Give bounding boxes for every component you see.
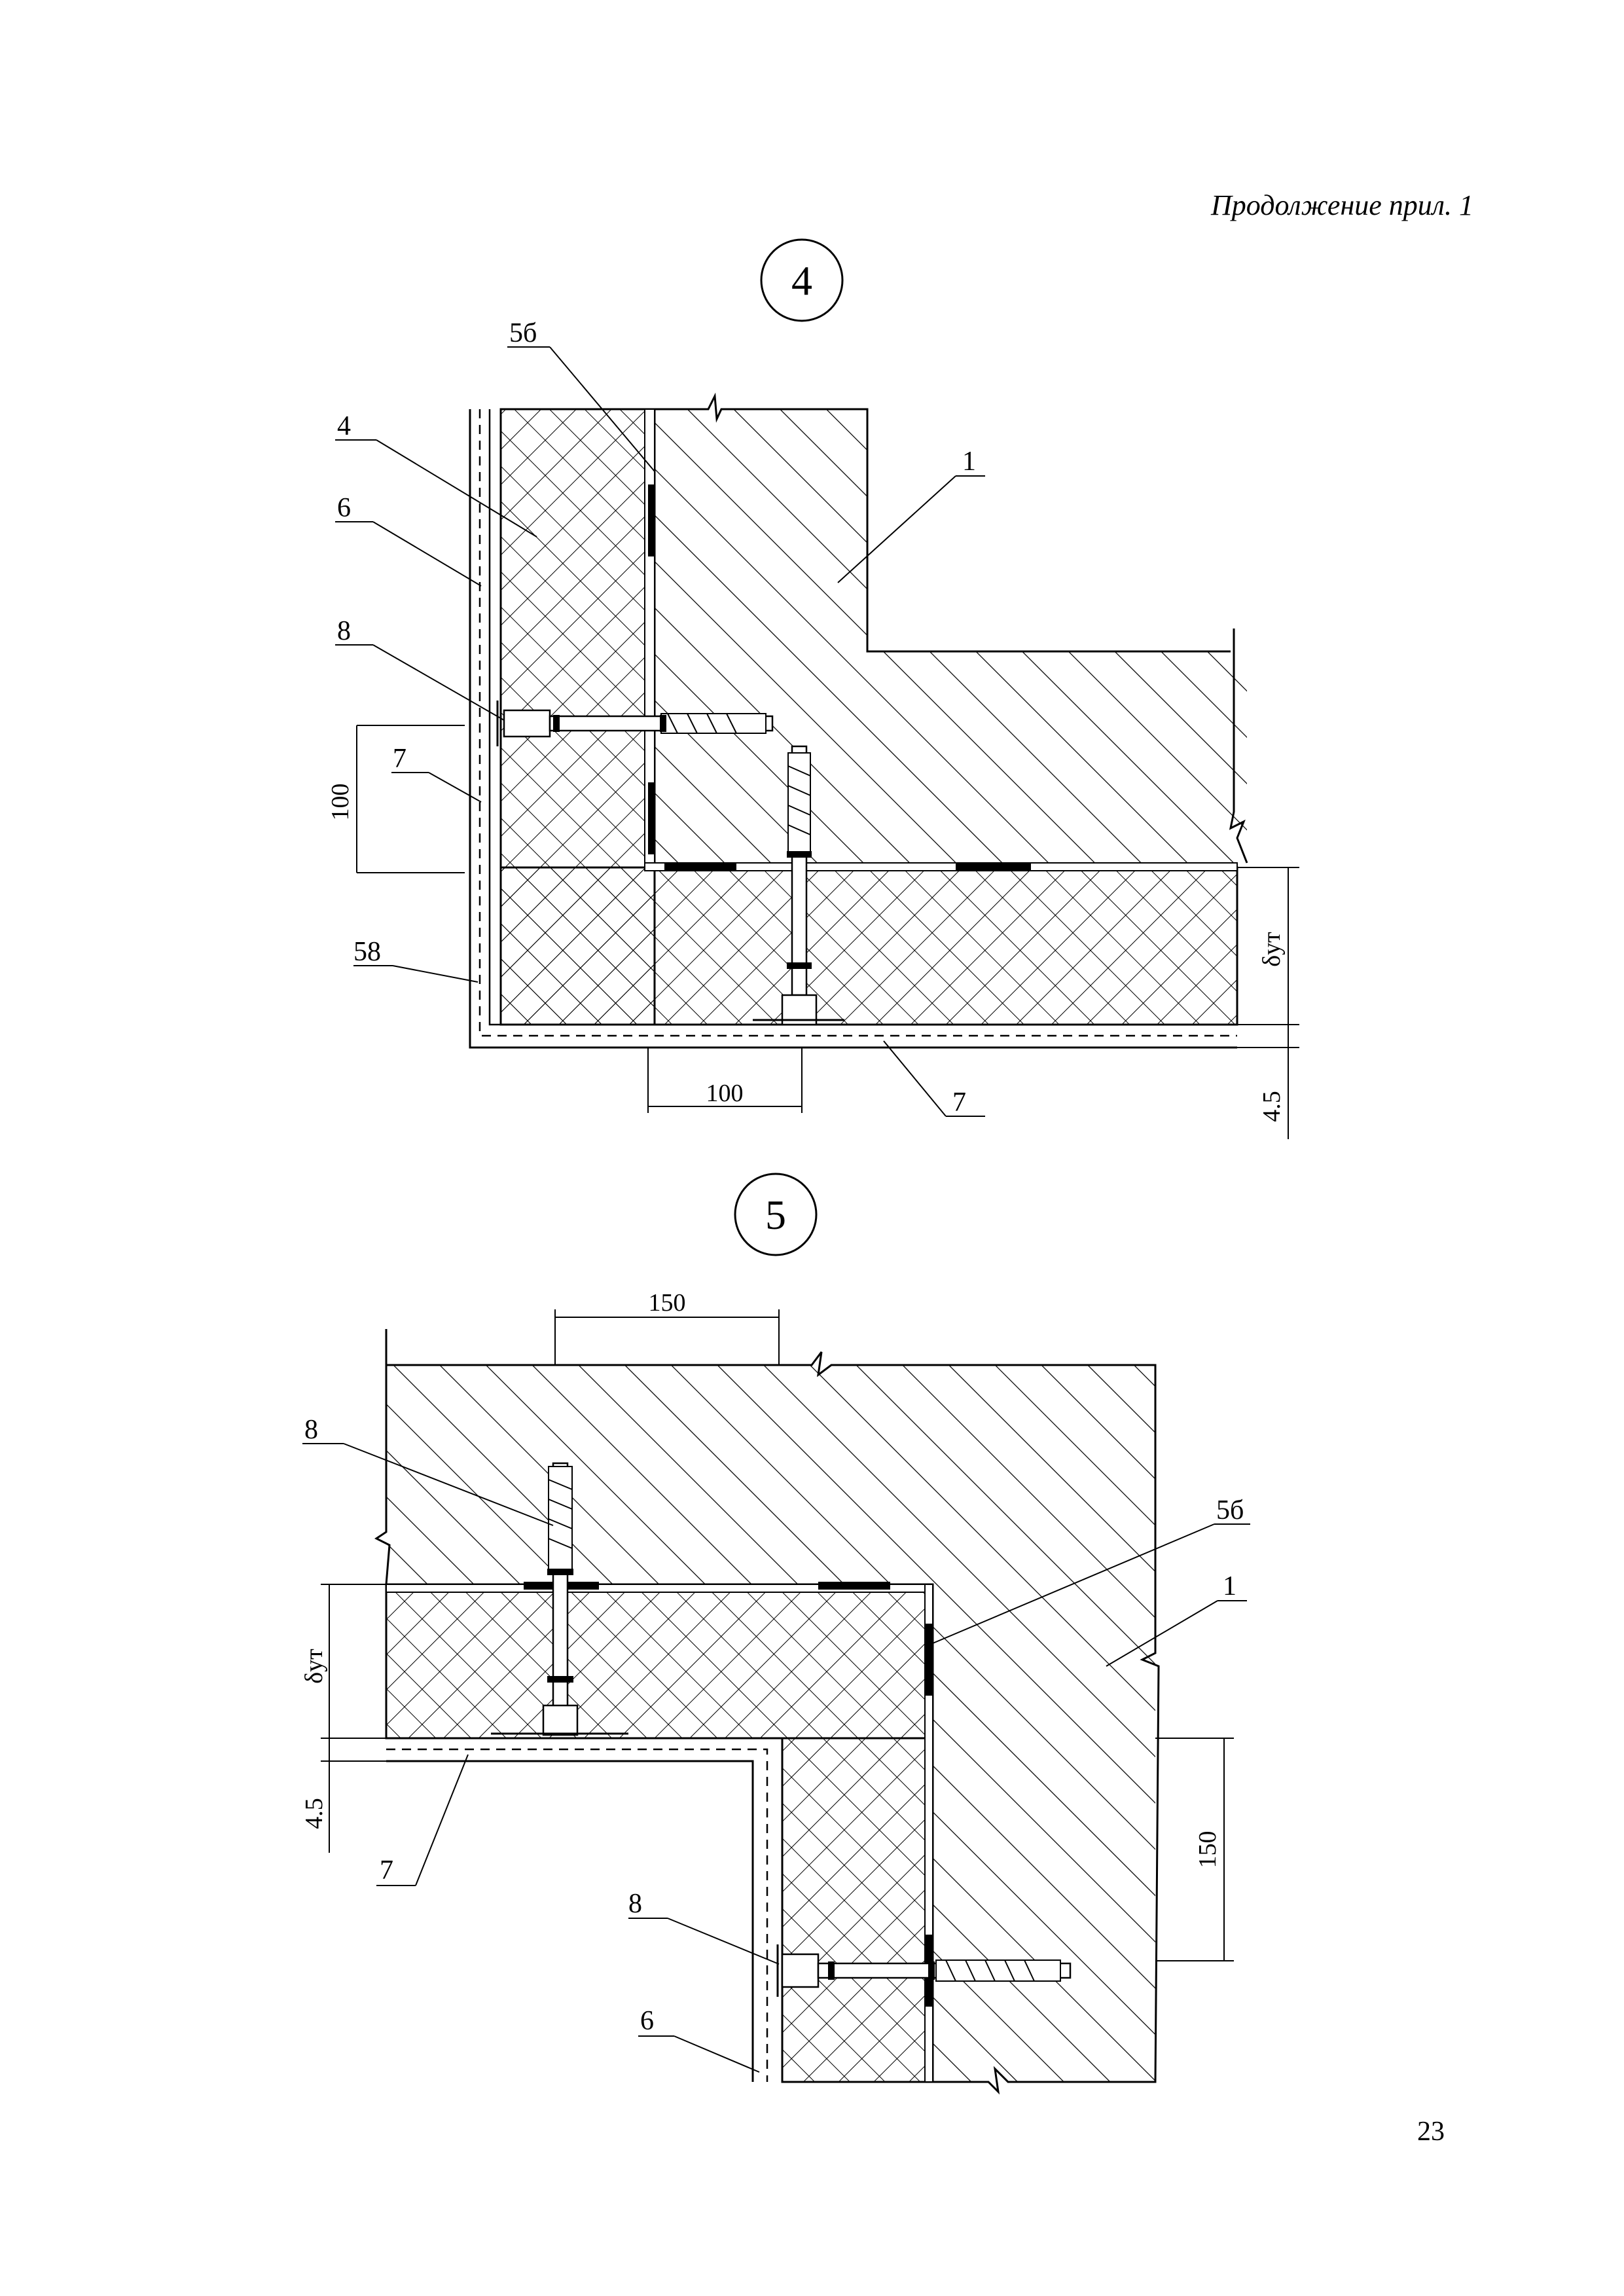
detail-4-dimension-horizontal-100: 100 — [647, 1048, 803, 1113]
dim-4-vert-100: 100 — [327, 784, 354, 821]
detail-5-insulation-horizontal — [385, 1583, 934, 1740]
dim-5-render: 4.5 — [300, 1798, 328, 1829]
label-4-6: 6 — [337, 493, 351, 523]
detail-4-number: 4 — [791, 257, 812, 304]
detail-4-leaders: 5б 4 6 8 7 58 1 7 — [335, 318, 985, 1118]
label-5-8-bottom: 8 — [628, 1889, 642, 1919]
label-4-1: 1 — [962, 446, 976, 477]
detail-5-number: 5 — [765, 1192, 786, 1238]
label-5-8-top: 8 — [304, 1415, 318, 1445]
detail-4-dimension-delta: δут 4.5 — [1237, 867, 1299, 1139]
detail-5: 5 — [300, 1173, 1250, 2095]
label-5-5b: 5б — [1216, 1495, 1244, 1525]
dim-5-delta: δут — [300, 1649, 328, 1684]
detail-4-mesh — [478, 409, 1237, 1037]
label-5-6: 6 — [640, 2006, 654, 2036]
detail-4-anchor-horizontal — [496, 701, 774, 746]
label-4-4: 4 — [337, 411, 351, 441]
dim-4-horiz-100: 100 — [706, 1080, 744, 1107]
page-number: 23 — [1417, 2117, 1445, 2147]
detail-5-dimension-horizontal-150: 150 — [554, 1289, 780, 1365]
label-4-8: 8 — [337, 616, 351, 646]
detail-5-anchor-vertical — [491, 1462, 628, 1736]
detail-5-leaders: 8 5б 1 7 8 6 — [302, 1415, 1250, 2073]
detail-5-wall — [386, 1365, 1155, 2082]
detail-4-wall — [655, 409, 1247, 863]
detail-4-anchor-vertical — [753, 745, 844, 1026]
detail-4-insulation-horizontal — [499, 866, 1238, 1026]
detail-5-dimension-vertical-150: 150 — [1155, 1738, 1234, 1961]
detail-4-dimension-vertical-100: 100 — [327, 725, 465, 873]
label-5-7: 7 — [380, 1855, 393, 1886]
label-5-1: 1 — [1223, 1571, 1236, 1601]
header-note: Продолжение прил. 1 — [1211, 189, 1473, 221]
label-4-7-bottom: 7 — [952, 1087, 966, 1118]
detail-4: 4 — [327, 238, 1299, 1139]
dim-4-render: 4.5 — [1258, 1091, 1286, 1122]
label-4-58: 58 — [353, 937, 381, 967]
dim-5-vert-150: 150 — [1194, 1831, 1221, 1868]
dim-4-delta: δут — [1258, 932, 1286, 967]
detail-5-anchor-horizontal — [776, 1944, 1072, 1997]
detail-5-marker: 5 — [734, 1173, 818, 1256]
detail-4-render-outer — [469, 409, 1237, 1049]
detail-5-render — [386, 1737, 784, 2082]
detail-5-dimension-delta: δут 4.5 — [300, 1584, 386, 1853]
detail-5-mesh — [386, 1748, 768, 2082]
dim-5-horiz-150: 150 — [649, 1289, 686, 1317]
label-4-7: 7 — [393, 744, 406, 774]
detail-4-marker: 4 — [760, 238, 844, 322]
detail-5-insulation-vertical — [781, 1737, 934, 2083]
label-4-5b: 5б — [509, 318, 537, 348]
